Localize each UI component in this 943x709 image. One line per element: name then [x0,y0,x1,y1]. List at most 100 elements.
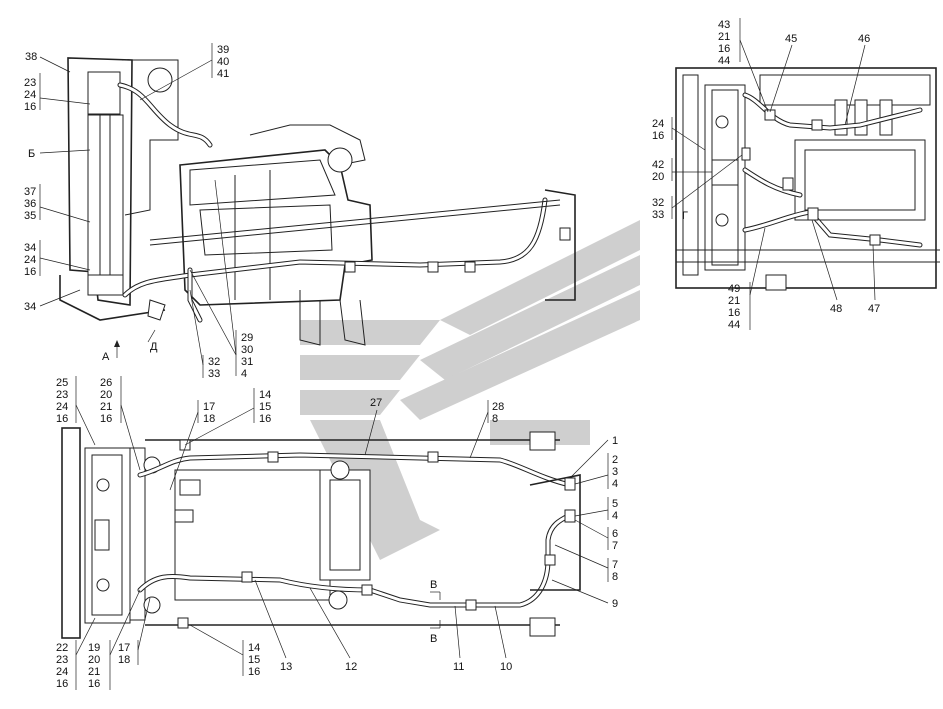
label-36: 36 [24,198,36,210]
label-5: 5 [612,498,618,510]
label-3: 3 [612,466,618,478]
label-28: 28 [492,401,504,413]
label-33: 33 [208,368,220,380]
view-b [675,67,940,291]
label-20-t: 20 [100,389,112,401]
label-4-t: 4 [612,478,618,490]
label-15: 15 [259,401,271,413]
radiator-core [87,114,124,276]
label-16-t3: 16 [259,413,271,425]
top-view-labels: 25 23 24 16 26 20 21 16 17 18 14 15 16 2… [56,376,618,690]
label-b-cyr: Б [28,148,35,160]
label-23: 23 [24,77,36,89]
label-40: 40 [217,56,229,68]
label-44-b: 44 [728,319,740,331]
label-g-cyr: Г [682,210,688,222]
label-9: 9 [612,598,618,610]
label-d-cyr: Д [150,341,158,353]
label-49: 49 [728,283,740,295]
label-24-t2: 24 [56,666,68,678]
label-16-t6: 16 [248,666,260,678]
label-27: 27 [370,397,382,409]
label-18: 18 [203,413,215,425]
top-view-rear-bracket [529,474,581,591]
top-view-engine [319,469,371,581]
label-2: 2 [612,454,618,466]
label-13: 13 [280,661,292,673]
label-17: 17 [203,401,215,413]
label-34a: 34 [24,242,36,254]
label-7: 7 [612,540,618,552]
label-11: 11 [453,661,464,673]
label-43: 43 [718,19,730,31]
label-39: 39 [217,44,229,56]
label-10: 10 [500,661,512,673]
label-16-b2: 16 [652,130,664,142]
label-21-t: 21 [100,401,112,413]
label-16: 16 [24,101,36,113]
label-21-b: 21 [728,295,740,307]
expansion-tank [87,71,121,115]
side-view [59,57,576,346]
label-41: 41 [217,68,229,80]
label-33-b: 33 [652,209,664,221]
label-37: 37 [24,186,36,198]
label-32-b: 32 [652,197,664,209]
rear-bracket [544,189,576,301]
label-31: 31 [241,356,253,368]
label-24b: 24 [24,254,36,266]
label-35: 35 [24,210,36,222]
label-48: 48 [830,303,842,315]
label-16-t2: 16 [100,413,112,425]
label-14-t2: 14 [248,642,260,654]
label-6: 6 [612,528,618,540]
pulley [327,147,353,173]
label-4-t2: 4 [612,510,618,522]
label-26: 26 [100,377,112,389]
label-23-t2: 23 [56,654,68,666]
label-22: 22 [56,642,68,654]
label-38: 38 [25,51,37,63]
label-16-t1: 16 [56,413,68,425]
view-b-lower-hose [742,209,923,248]
label-1: 1 [612,435,618,447]
side-view-labels: 38 39 40 41 23 24 16 Б 37 36 35 34 24 16… [24,43,253,380]
label-v-cyr-2: В [430,633,437,645]
label-24: 24 [24,89,36,101]
top-view-frame [61,427,81,639]
label-19: 19 [88,642,100,654]
top-view [61,427,581,639]
label-30: 30 [241,344,253,356]
label-34b: 34 [24,301,36,313]
label-4: 4 [241,368,247,380]
label-45: 45 [785,33,797,45]
label-42: 42 [652,159,664,171]
label-8-t2: 8 [612,571,618,583]
label-16-t5: 16 [88,678,100,690]
label-15-t2: 15 [248,654,260,666]
label-v-cyr-1: В [430,579,437,591]
view-b-frame [675,67,937,289]
label-a-cyr: А [102,351,110,363]
label-29: 29 [241,332,253,344]
label-20-t2: 20 [88,654,100,666]
label-17-t2: 17 [118,642,130,654]
label-21: 21 [718,31,730,43]
view-b-labels: 43 21 16 44 45 46 24 16 42 20 32 33 Г 49… [652,18,880,331]
label-18-t2: 18 [118,654,130,666]
label-12: 12 [345,661,357,673]
label-7-t2: 7 [612,559,618,571]
label-24-b: 24 [652,118,664,130]
label-23-t: 23 [56,389,68,401]
label-46: 46 [858,33,870,45]
label-14: 14 [259,389,271,401]
label-24-t: 24 [56,401,68,413]
label-32: 32 [208,356,220,368]
label-16-t4: 16 [56,678,68,690]
label-20-b: 20 [652,171,664,183]
label-44: 44 [718,55,730,67]
label-16-b3: 16 [728,307,740,319]
label-16b: 16 [24,266,36,278]
label-25: 25 [56,377,68,389]
